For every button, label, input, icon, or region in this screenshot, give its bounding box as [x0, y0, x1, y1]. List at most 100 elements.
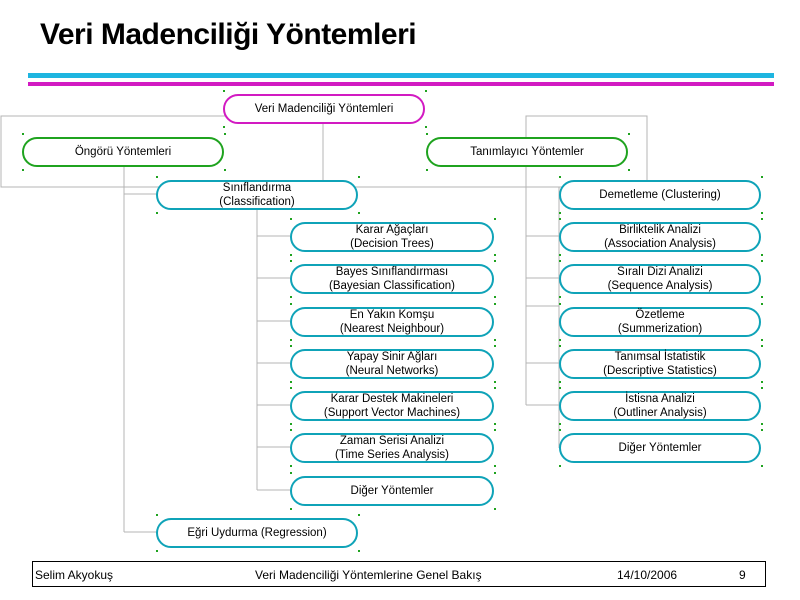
handle-dot	[494, 387, 496, 389]
handle-dot	[290, 296, 292, 298]
handle-dot	[290, 345, 292, 347]
handle-dot	[559, 465, 561, 467]
handle-dot	[156, 212, 158, 214]
handle-dot	[761, 218, 763, 220]
handle-dot	[628, 133, 630, 135]
handle-dot	[761, 260, 763, 262]
node-en-yakin-komsu: En Yakın Komşu (Nearest Neighbour)	[290, 307, 494, 337]
footer-author: Selim Akyokuş	[35, 568, 114, 582]
node-yapay-sinir-aglari: Yapay Sinir Ağları (Neural Networks)	[290, 349, 494, 379]
node-egri-uydurma: Eğri Uydurma (Regression)	[156, 518, 358, 548]
handle-dot	[559, 381, 561, 383]
handle-dot	[494, 381, 496, 383]
node-root: Veri Madenciliği Yöntemleri	[223, 94, 425, 124]
handle-dot	[223, 90, 225, 92]
handle-dot	[559, 176, 561, 178]
handle-dot	[559, 254, 561, 256]
handle-dot	[559, 303, 561, 305]
handle-dot	[761, 423, 763, 425]
handle-dot	[290, 508, 292, 510]
handle-dot	[559, 296, 561, 298]
node-ongoru-yontemleri: Öngörü Yöntemleri	[22, 137, 224, 167]
node-sirali-dizi: Sıralı Dizi Analizi (Sequence Analysis)	[559, 264, 761, 294]
node-istisna-analizi: İstisna Analizi (Outliner Analysis)	[559, 391, 761, 421]
handle-dot	[494, 303, 496, 305]
handle-dot	[761, 465, 763, 467]
handle-dot	[425, 126, 427, 128]
handle-dot	[628, 169, 630, 171]
handle-dot	[494, 472, 496, 474]
handle-dot	[494, 218, 496, 220]
handle-dot	[358, 212, 360, 214]
handle-dot	[761, 387, 763, 389]
node-bayes: Bayes Sınıflandırması (Bayesian Classifi…	[290, 264, 494, 294]
footer-subtitle: Veri Madenciliği Yöntemlerine Genel Bakı…	[255, 568, 482, 582]
handle-dot	[494, 260, 496, 262]
handle-dot	[290, 339, 292, 341]
handle-dot	[559, 339, 561, 341]
handle-dot	[761, 176, 763, 178]
handle-dot	[761, 381, 763, 383]
handle-dot	[290, 218, 292, 220]
handle-dot	[223, 126, 225, 128]
handle-dot	[358, 176, 360, 178]
handle-dot	[559, 218, 561, 220]
handle-dot	[425, 90, 427, 92]
handle-dot	[156, 550, 158, 552]
handle-dot	[290, 465, 292, 467]
handle-dot	[494, 254, 496, 256]
handle-dot	[761, 429, 763, 431]
handle-dot	[290, 472, 292, 474]
handle-dot	[559, 423, 561, 425]
handle-dot	[494, 345, 496, 347]
handle-dot	[559, 260, 561, 262]
handle-dot	[494, 296, 496, 298]
handle-dot	[494, 508, 496, 510]
handle-dot	[761, 296, 763, 298]
handle-dot	[559, 212, 561, 214]
handle-dot	[559, 387, 561, 389]
handle-dot	[290, 423, 292, 425]
title-underline-cyan	[28, 73, 774, 78]
handle-dot	[156, 514, 158, 516]
handle-dot	[290, 381, 292, 383]
handle-dot	[494, 339, 496, 341]
handle-dot	[761, 303, 763, 305]
handle-dot	[224, 133, 226, 135]
slide-title: Veri Madenciliği Yöntemleri	[40, 18, 417, 51]
node-karar-destek: Karar Destek Makineleri (Support Vector …	[290, 391, 494, 421]
handle-dot	[290, 260, 292, 262]
node-diger-yontemler-right: Diğer Yöntemler	[559, 433, 761, 463]
handle-dot	[426, 133, 428, 135]
handle-dot	[761, 212, 763, 214]
node-tanimlayici-yontemler: Tanımlayıcı Yöntemler	[426, 137, 628, 167]
node-zaman-serisi: Zaman Serisi Analizi (Time Series Analys…	[290, 433, 494, 463]
handle-dot	[559, 345, 561, 347]
handle-dot	[358, 550, 360, 552]
handle-dot	[761, 254, 763, 256]
handle-dot	[290, 254, 292, 256]
node-karar-agaclari: Karar Ağaçları (Decision Trees)	[290, 222, 494, 252]
handle-dot	[290, 429, 292, 431]
handle-dot	[290, 387, 292, 389]
footer-page-number: 9	[739, 568, 746, 582]
handle-dot	[494, 429, 496, 431]
handle-dot	[22, 169, 24, 171]
node-siniflandirma: Sınıflandırma (Classification)	[156, 180, 358, 210]
node-diger-yontemler-left: Diğer Yöntemler	[290, 476, 494, 506]
handle-dot	[358, 514, 360, 516]
node-tanimsal-istatistik: Tanımsal İstatistik (Descriptive Statist…	[559, 349, 761, 379]
handle-dot	[224, 169, 226, 171]
handle-dot	[156, 176, 158, 178]
node-ozetleme: Özetleme (Summerization)	[559, 307, 761, 337]
handle-dot	[559, 429, 561, 431]
node-birliktelik: Birliktelik Analizi (Association Analysi…	[559, 222, 761, 252]
footer-bar: Selim Akyokuş Veri Madenciliği Yöntemler…	[32, 561, 766, 587]
node-demetleme: Demetleme (Clustering)	[559, 180, 761, 210]
handle-dot	[761, 345, 763, 347]
title-underline-magenta	[28, 82, 774, 86]
handle-dot	[290, 303, 292, 305]
handle-dot	[494, 465, 496, 467]
handle-dot	[494, 423, 496, 425]
